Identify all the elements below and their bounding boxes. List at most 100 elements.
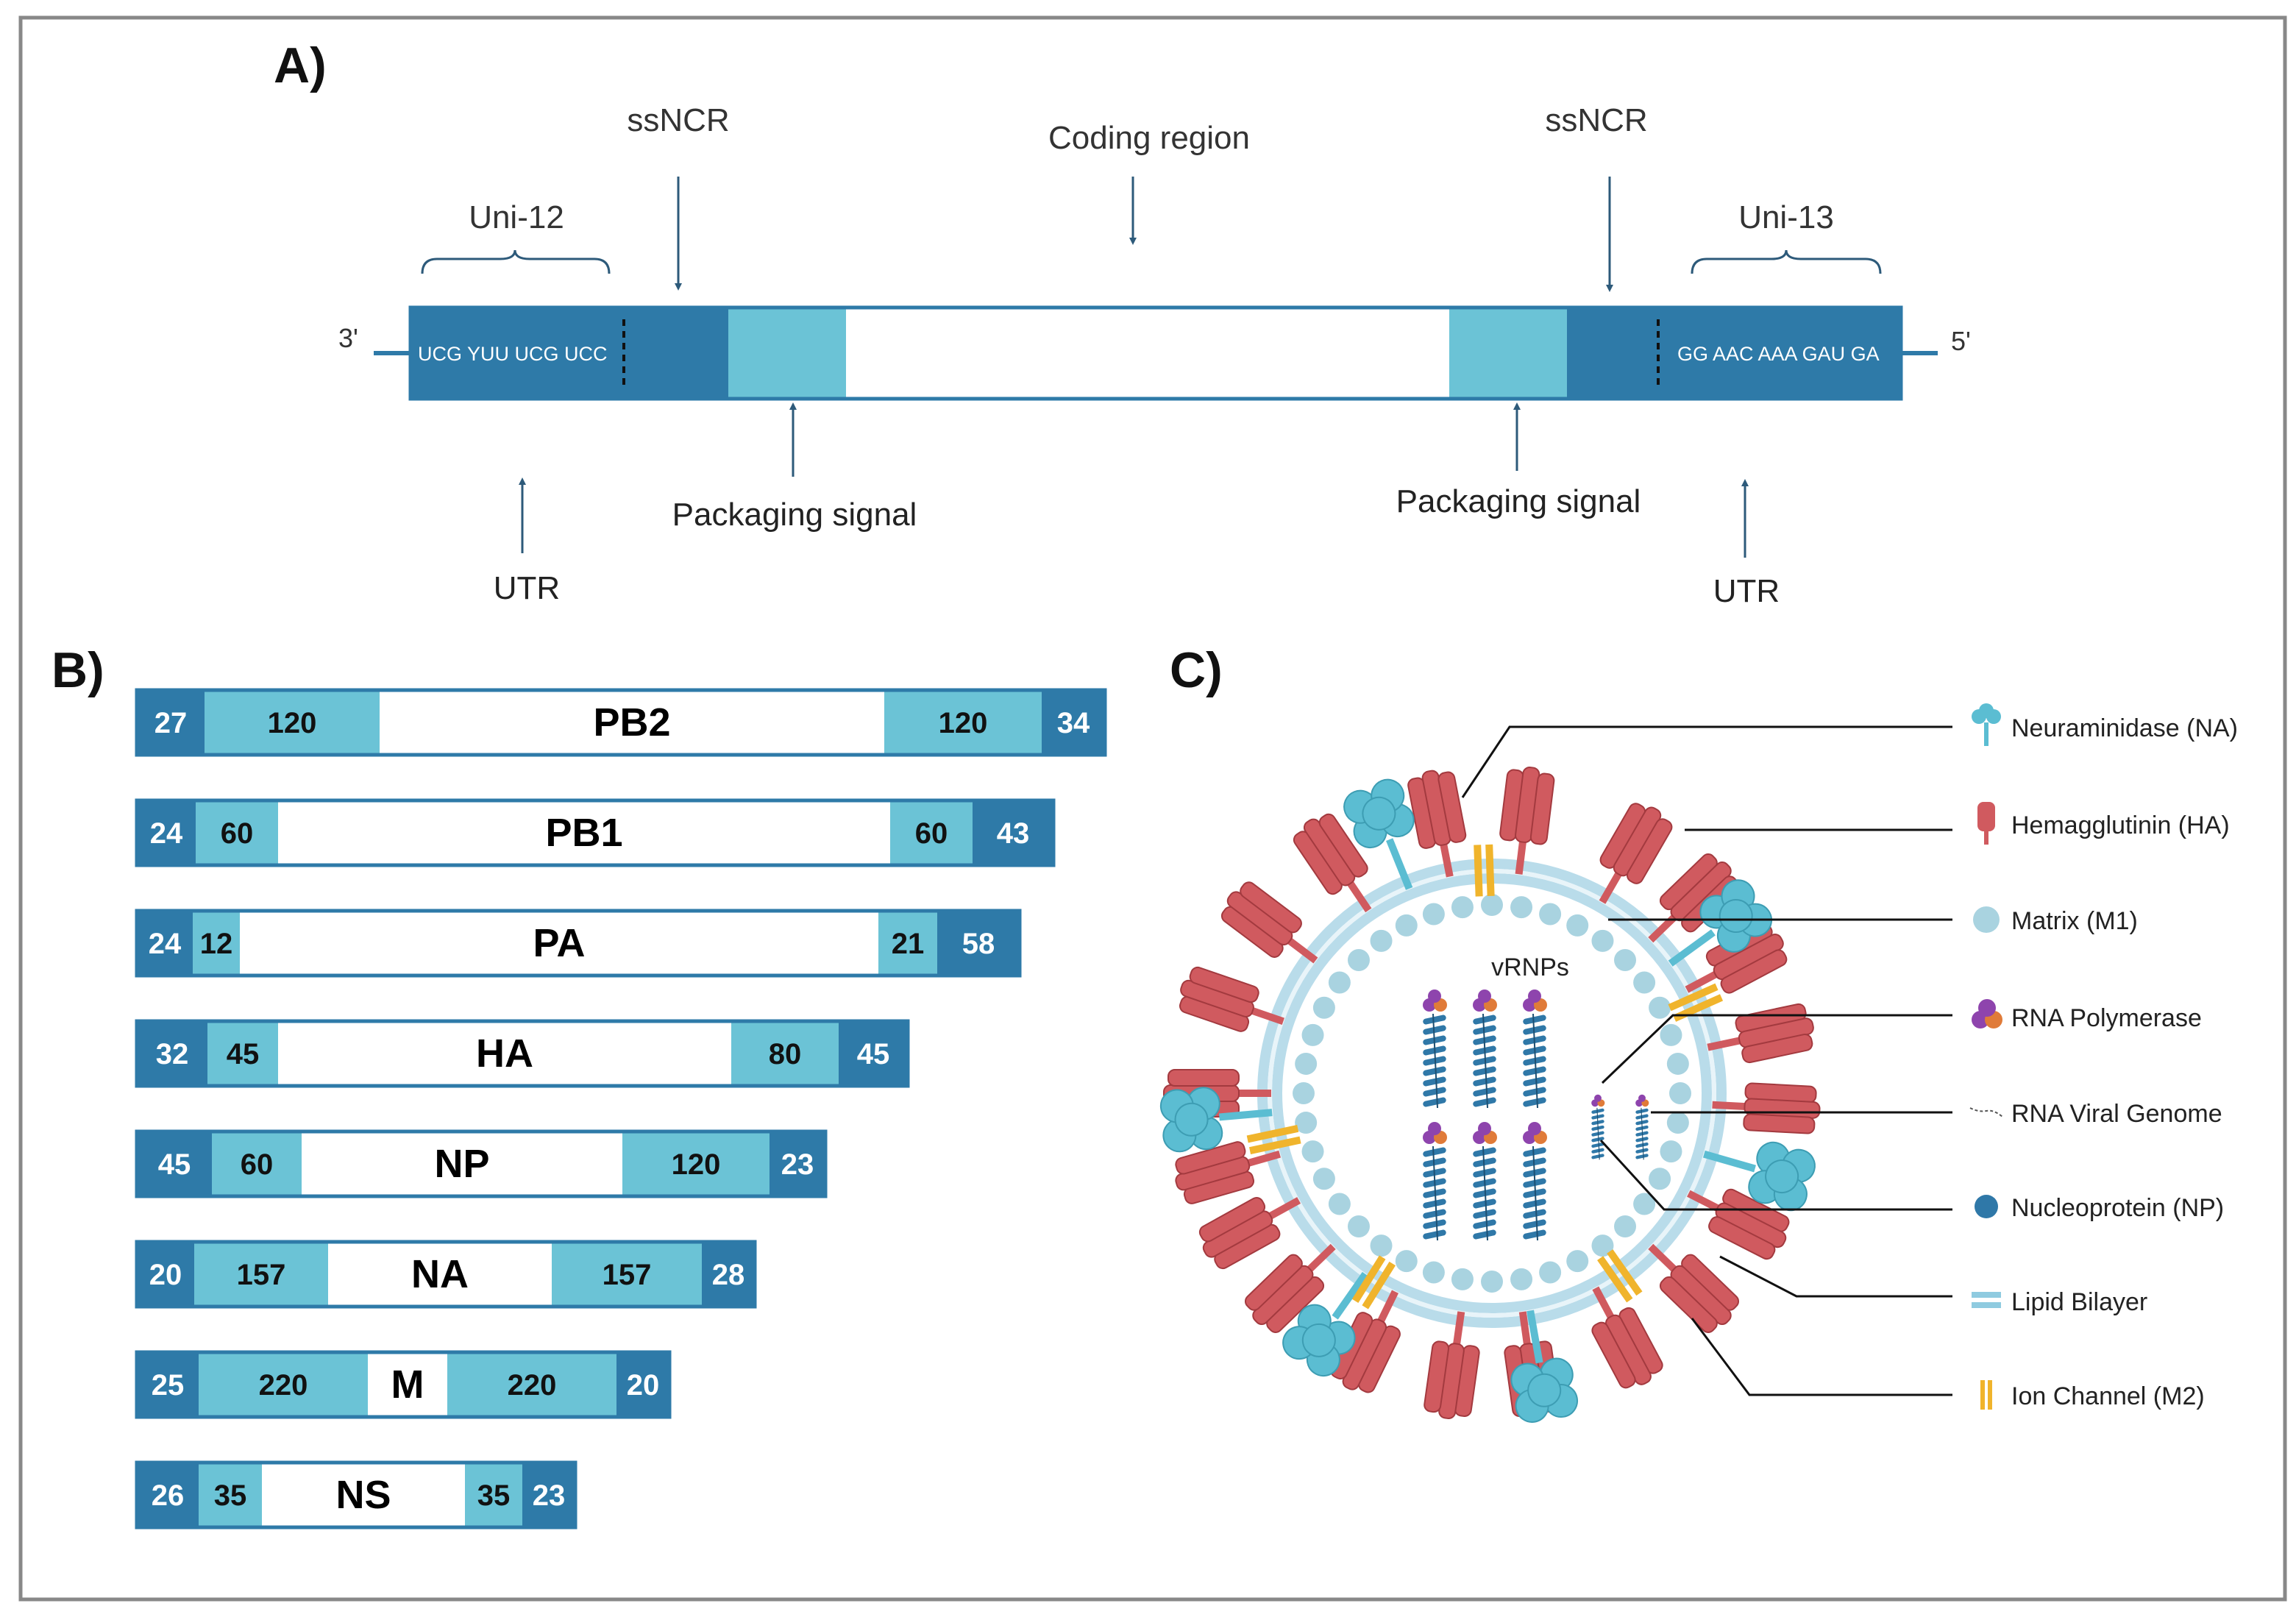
hemagglutinin (1712, 1082, 1821, 1134)
matrix-protein (1422, 903, 1445, 926)
segment-length-label: 25 (152, 1369, 185, 1401)
brace-uni-13 (1691, 249, 1882, 274)
legend-item: Nucleoprotein (NP) (1975, 1194, 2224, 1222)
segment-utr-left-block (137, 690, 205, 755)
panel-a: A) 3' 5' UCG YUU UCG UCC GG AAC AAA GAU … (274, 38, 1971, 609)
matrix-protein (1666, 1112, 1689, 1134)
hemagglutinin (1499, 767, 1555, 875)
vrnp (1423, 990, 1447, 1109)
packaging-right-label: Packaging signal (1396, 483, 1641, 519)
panel-a-label: A) (274, 38, 327, 93)
segment-name-label: NA (411, 1252, 469, 1296)
legend-label: RNA Polymerase (2011, 1004, 2202, 1032)
segment-packaging-right-block (878, 911, 937, 976)
segment-packaging-left-block (207, 1021, 278, 1086)
neuraminidase-icon (1972, 703, 2001, 746)
hemagglutinin (1220, 881, 1318, 964)
matrix-protein (1591, 1234, 1614, 1257)
end-3prime-label: 3' (338, 323, 358, 353)
vrnp (1591, 1094, 1605, 1160)
segment-outline (135, 1460, 577, 1530)
leader-neuraminidase (1461, 725, 1952, 798)
segment-length-label: 60 (241, 1148, 274, 1181)
segment-length-label: 23 (781, 1148, 814, 1181)
hemagglutinin (1175, 1141, 1281, 1204)
segment-length-label: 157 (603, 1259, 652, 1291)
segment-utr-left-block (137, 1242, 194, 1307)
neuraminidase (1343, 778, 1415, 890)
segment-outline (135, 1240, 757, 1309)
matrix-protein (1660, 1140, 1682, 1163)
matrix-protein (1301, 1023, 1324, 1046)
matrix-protein (1293, 1082, 1315, 1104)
packaging-right-region (1449, 308, 1567, 399)
neuraminidase (1282, 1271, 1369, 1377)
legend-item: Ion Channel (M2) (1980, 1380, 2205, 1410)
brace-uni-12 (421, 249, 611, 274)
segment-name-label: PB2 (593, 700, 670, 745)
segment-name-label: HA (476, 1031, 533, 1076)
segment-length-label: 58 (962, 928, 995, 960)
segment-packaging-right-block (447, 1352, 616, 1417)
segment-length-label: 27 (154, 707, 188, 739)
segment-utr-right-block (1042, 690, 1105, 755)
packaging-left-region (728, 308, 846, 399)
matrix-protein (1669, 1082, 1691, 1104)
legend-label: Ion Channel (M2) (2011, 1382, 2205, 1410)
matrix-protein (1328, 971, 1351, 994)
vrnp (1473, 1122, 1497, 1241)
segment-coding-block (240, 911, 878, 976)
legend-label: RNA Viral Genome (2011, 1100, 2222, 1128)
legend: Neuraminidase (NA)Hemagglutinin (HA)Matr… (1969, 703, 2238, 1410)
matrix-protein (1295, 1112, 1318, 1134)
segment-length-label: 43 (997, 817, 1030, 850)
segment-coding-block (380, 690, 884, 755)
segment-outline (135, 1019, 910, 1088)
segment-length-label: 60 (915, 817, 948, 850)
hemagglutinin (1648, 1243, 1740, 1333)
ion-channel (1597, 1249, 1643, 1303)
segment-length-label: 28 (712, 1259, 745, 1291)
segment-utr-right-block (973, 800, 1053, 865)
legend-item: Matrix (M1) (1973, 906, 2138, 935)
segment-length-label: 120 (939, 707, 988, 739)
legend-item: Lipid Bilayer (1972, 1288, 2147, 1316)
matrix-protein (1301, 1140, 1324, 1163)
genome-bar-outline (408, 305, 1903, 401)
leader-rna-polymerase (1601, 1014, 1952, 1084)
segment-coding-block (368, 1352, 447, 1417)
segment-length-label: 24 (150, 817, 183, 850)
segment-utr-left-block (137, 1352, 199, 1417)
segment-outline (135, 688, 1107, 757)
utr-right-region (1567, 308, 1901, 399)
ion-channel (1246, 1125, 1301, 1154)
hemagglutinin-icon (1977, 802, 1995, 845)
segment-utr-left-block (137, 1021, 207, 1086)
segment-outline (135, 909, 1022, 978)
utr-right-label: UTR (1713, 573, 1780, 609)
segment-utr-right-block (770, 1131, 825, 1196)
segment-name-label: M (391, 1363, 424, 1407)
matrix-protein (1591, 929, 1614, 952)
segment-packaging-right-block (622, 1131, 770, 1196)
vrnps-label: vRNPs (1491, 953, 1569, 981)
hemagglutinin (1179, 966, 1284, 1032)
uni-13-label: Uni-13 (1738, 199, 1834, 235)
vrnp-group (1423, 990, 1649, 1241)
ssncr-left-label: ssNCR (627, 102, 729, 138)
segment-packaging-left-block (199, 1463, 262, 1527)
hemagglutinin (1591, 1286, 1663, 1389)
matrix-protein (1633, 1193, 1656, 1215)
segment-length-label: 20 (627, 1369, 660, 1401)
segment-length-label: 32 (156, 1038, 189, 1070)
matrix-protein (1370, 1234, 1393, 1257)
segment-utr-right-block (937, 911, 1020, 976)
matrix-protein (1566, 1250, 1589, 1273)
matrix-protein (1614, 948, 1637, 971)
vrnp (1635, 1094, 1649, 1160)
